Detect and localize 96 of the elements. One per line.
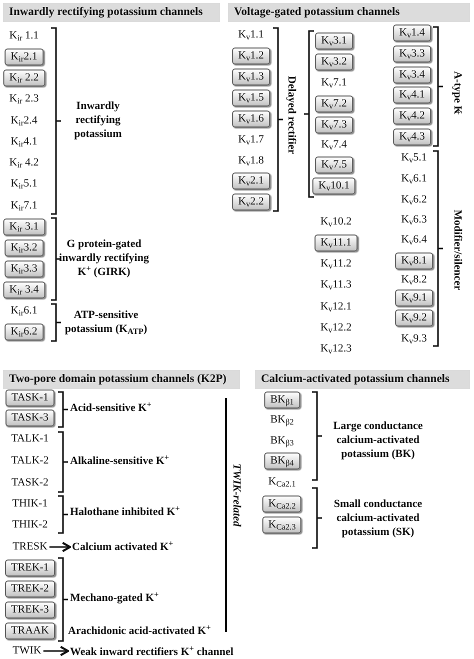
channel-box: K$_{v}$2.2 [232,194,270,210]
channel-box: TREK-1 [5,560,55,576]
channel-name: K$_{v}$12.1 [320,300,352,314]
channel-box: K$_{ir}$ 3.1 [3,218,45,236]
channel-name: K$_{v}$1.1 [238,28,264,42]
channel-box: TREK-3 [5,602,55,618]
channel-name: K$_{ir}$ 4.2 [9,156,39,170]
group-label: Delayed rectifier [284,76,298,154]
channel-name: K$_{v}$1.7 [238,132,264,148]
channel-box: K$_{v}$1.3 [232,68,270,86]
channel-box: TASK-3 [6,410,54,426]
channel-box: K$_{v}$8.1 [395,252,433,270]
channel-box: K$_{Ca2.2}$ [262,496,302,512]
channel-box: K$_{ir}$3.3 [4,260,44,278]
channel-box: TRAAK [5,622,55,640]
channel-box: K$_{v}$4.3 [393,128,431,146]
channel-name: K$_{v}$11.3 [320,278,352,292]
channel-box: K$_{v}$7.5 [315,156,353,174]
channel-name: THIK-1 [12,496,48,512]
channel-box: K$_{ir}$ 2.2 [3,70,45,86]
arrow [49,542,72,552]
group-label: Arachidonic acid-activated K$^{+}$ [68,624,211,638]
channel-box: K$_{v}$9.2 [395,310,433,326]
channel-box: K$_{v}$7.3 [315,116,353,134]
channel-name: K$_{Ca2.1}$ [268,474,296,490]
channel-name: K$_{v}$6.3 [401,212,427,228]
group-label: Alkaline-sensitive K$^{+}$ [70,454,170,468]
channel-name: K$_{ir}$7.1 [10,198,38,214]
channel-name: K$_{ir}$ 2.3 [9,92,39,106]
channel-box: TREK-2 [5,580,55,598]
channel-name: BK$_{β3}$ [270,434,294,448]
group-label: Modifier/silencer [450,210,464,290]
channel-box: K$_{v}$2.1 [232,172,270,190]
channel-box: K$_{v}$3.4 [393,66,431,84]
group-label: Calcium activated K$^{+}$ [72,540,174,554]
channel-name: K$_{v}$5.1 [401,150,427,166]
channel-name: K$_{ir}$ 1.1 [9,28,39,44]
channel-name: K$_{v}$6.4 [401,232,427,248]
channel-box: BK$_{β4}$ [264,452,300,470]
channel-box: K$_{v}$3.3 [393,46,431,62]
channel-name: K$_{v}$7.1 [321,76,347,90]
channel-name: K$_{ir}$5.1 [10,176,38,192]
section-header: Voltage-gated potassium channels [228,3,470,22]
channel-name: K$_{v}$6.2 [401,192,427,208]
channel-name: THIK-2 [12,518,48,532]
channel-box: K$_{v}$3.1 [315,32,353,50]
channel-box: K$_{v}$7.2 [315,96,353,112]
channel-name: K$_{v}$11.2 [320,256,352,272]
channel-name: K$_{v}$9.3 [401,332,427,346]
channel-box: BK$_{β1}$ [264,392,300,408]
channel-name: K$_{ir}$2.4 [10,114,38,128]
section-header: Calcium-activated potassium channels [255,370,470,389]
channel-box: K$_{ir}$2.1 [4,48,44,66]
group-label: Halothane inhibited K$^{+}$ [70,505,180,519]
group-label: Inwardly rectifying potassium [73,99,123,141]
channel-box: K$_{Ca2.3}$ [262,516,302,534]
channel-box: K$_{v}$1.5 [232,90,270,106]
channel-box: K$_{v}$1.2 [232,48,270,64]
channel-name: TASK-2 [12,476,48,490]
channel-name: TALK-2 [11,454,49,468]
section-header: Inwardly rectifying potassium channels [3,3,220,22]
channel-name: BK$_{β2}$ [270,412,294,428]
channel-name: K$_{ir}$6.1 [10,304,38,318]
channel-box: K$_{ir}$ 3.4 [3,282,45,298]
channel-name: K$_{v}$7.4 [321,138,347,152]
channel-name: K$_{v}$12.2 [320,320,352,336]
channel-name: TRESK [12,540,48,554]
channel-box: K$_{ir}$3.2 [4,240,44,256]
channel-name: K$_{ir}$4.1 [10,134,38,150]
channel-box: K$_{v}$1.6 [232,110,270,128]
group-label: Large conductance calcium-activated potassium (BK) [332,419,424,461]
channel-box: K$_{v}$10.1 [312,178,356,194]
group-label: Weak inward rectifiers K$^{+}$ channel [70,645,234,659]
channel-name: K$_{v}$10.2 [320,214,352,230]
group-label: TWIK-related [230,464,242,526]
channel-box: K$_{ir}$6.2 [4,324,44,340]
channel-box: TASK-1 [6,390,54,406]
section-header: Two-pore domain potassium channels (K2P) [3,370,240,389]
channel-name: K$_{v}$12.3 [320,342,352,356]
group-label: Mechano-gated K$^{+}$ [70,591,159,605]
group-label: ATP-sensitive potassium (K$_{ATP}$) [64,308,148,336]
group-label: Acid-sensitive K$^{+}$ [70,401,152,415]
channel-box: K$_{v}$4.2 [393,108,431,124]
channel-box: K$_{v}$9.1 [395,290,433,306]
channel-box: K$_{v}$3.2 [315,54,353,70]
channel-name: K$_{v}$8.2 [401,272,427,288]
channel-name: K$_{v}$6.1 [401,172,427,186]
channel-name: TWIK [12,644,42,658]
channel-box: K$_{v}$4.1 [393,86,431,104]
channel-name: K$_{v}$1.8 [238,154,264,168]
channel-name: TALK-1 [11,432,49,446]
channel-box: K$_{v}$1.4 [393,24,431,42]
group-label: G protein-gated inwardly rectifying K$^{+}$ (GIRK) [58,237,150,279]
group-label: Small conductance calcium-activated potassium (SK) [332,497,424,539]
channel-box: K$_{v}$11.1 [314,234,358,252]
arrow [43,646,70,656]
